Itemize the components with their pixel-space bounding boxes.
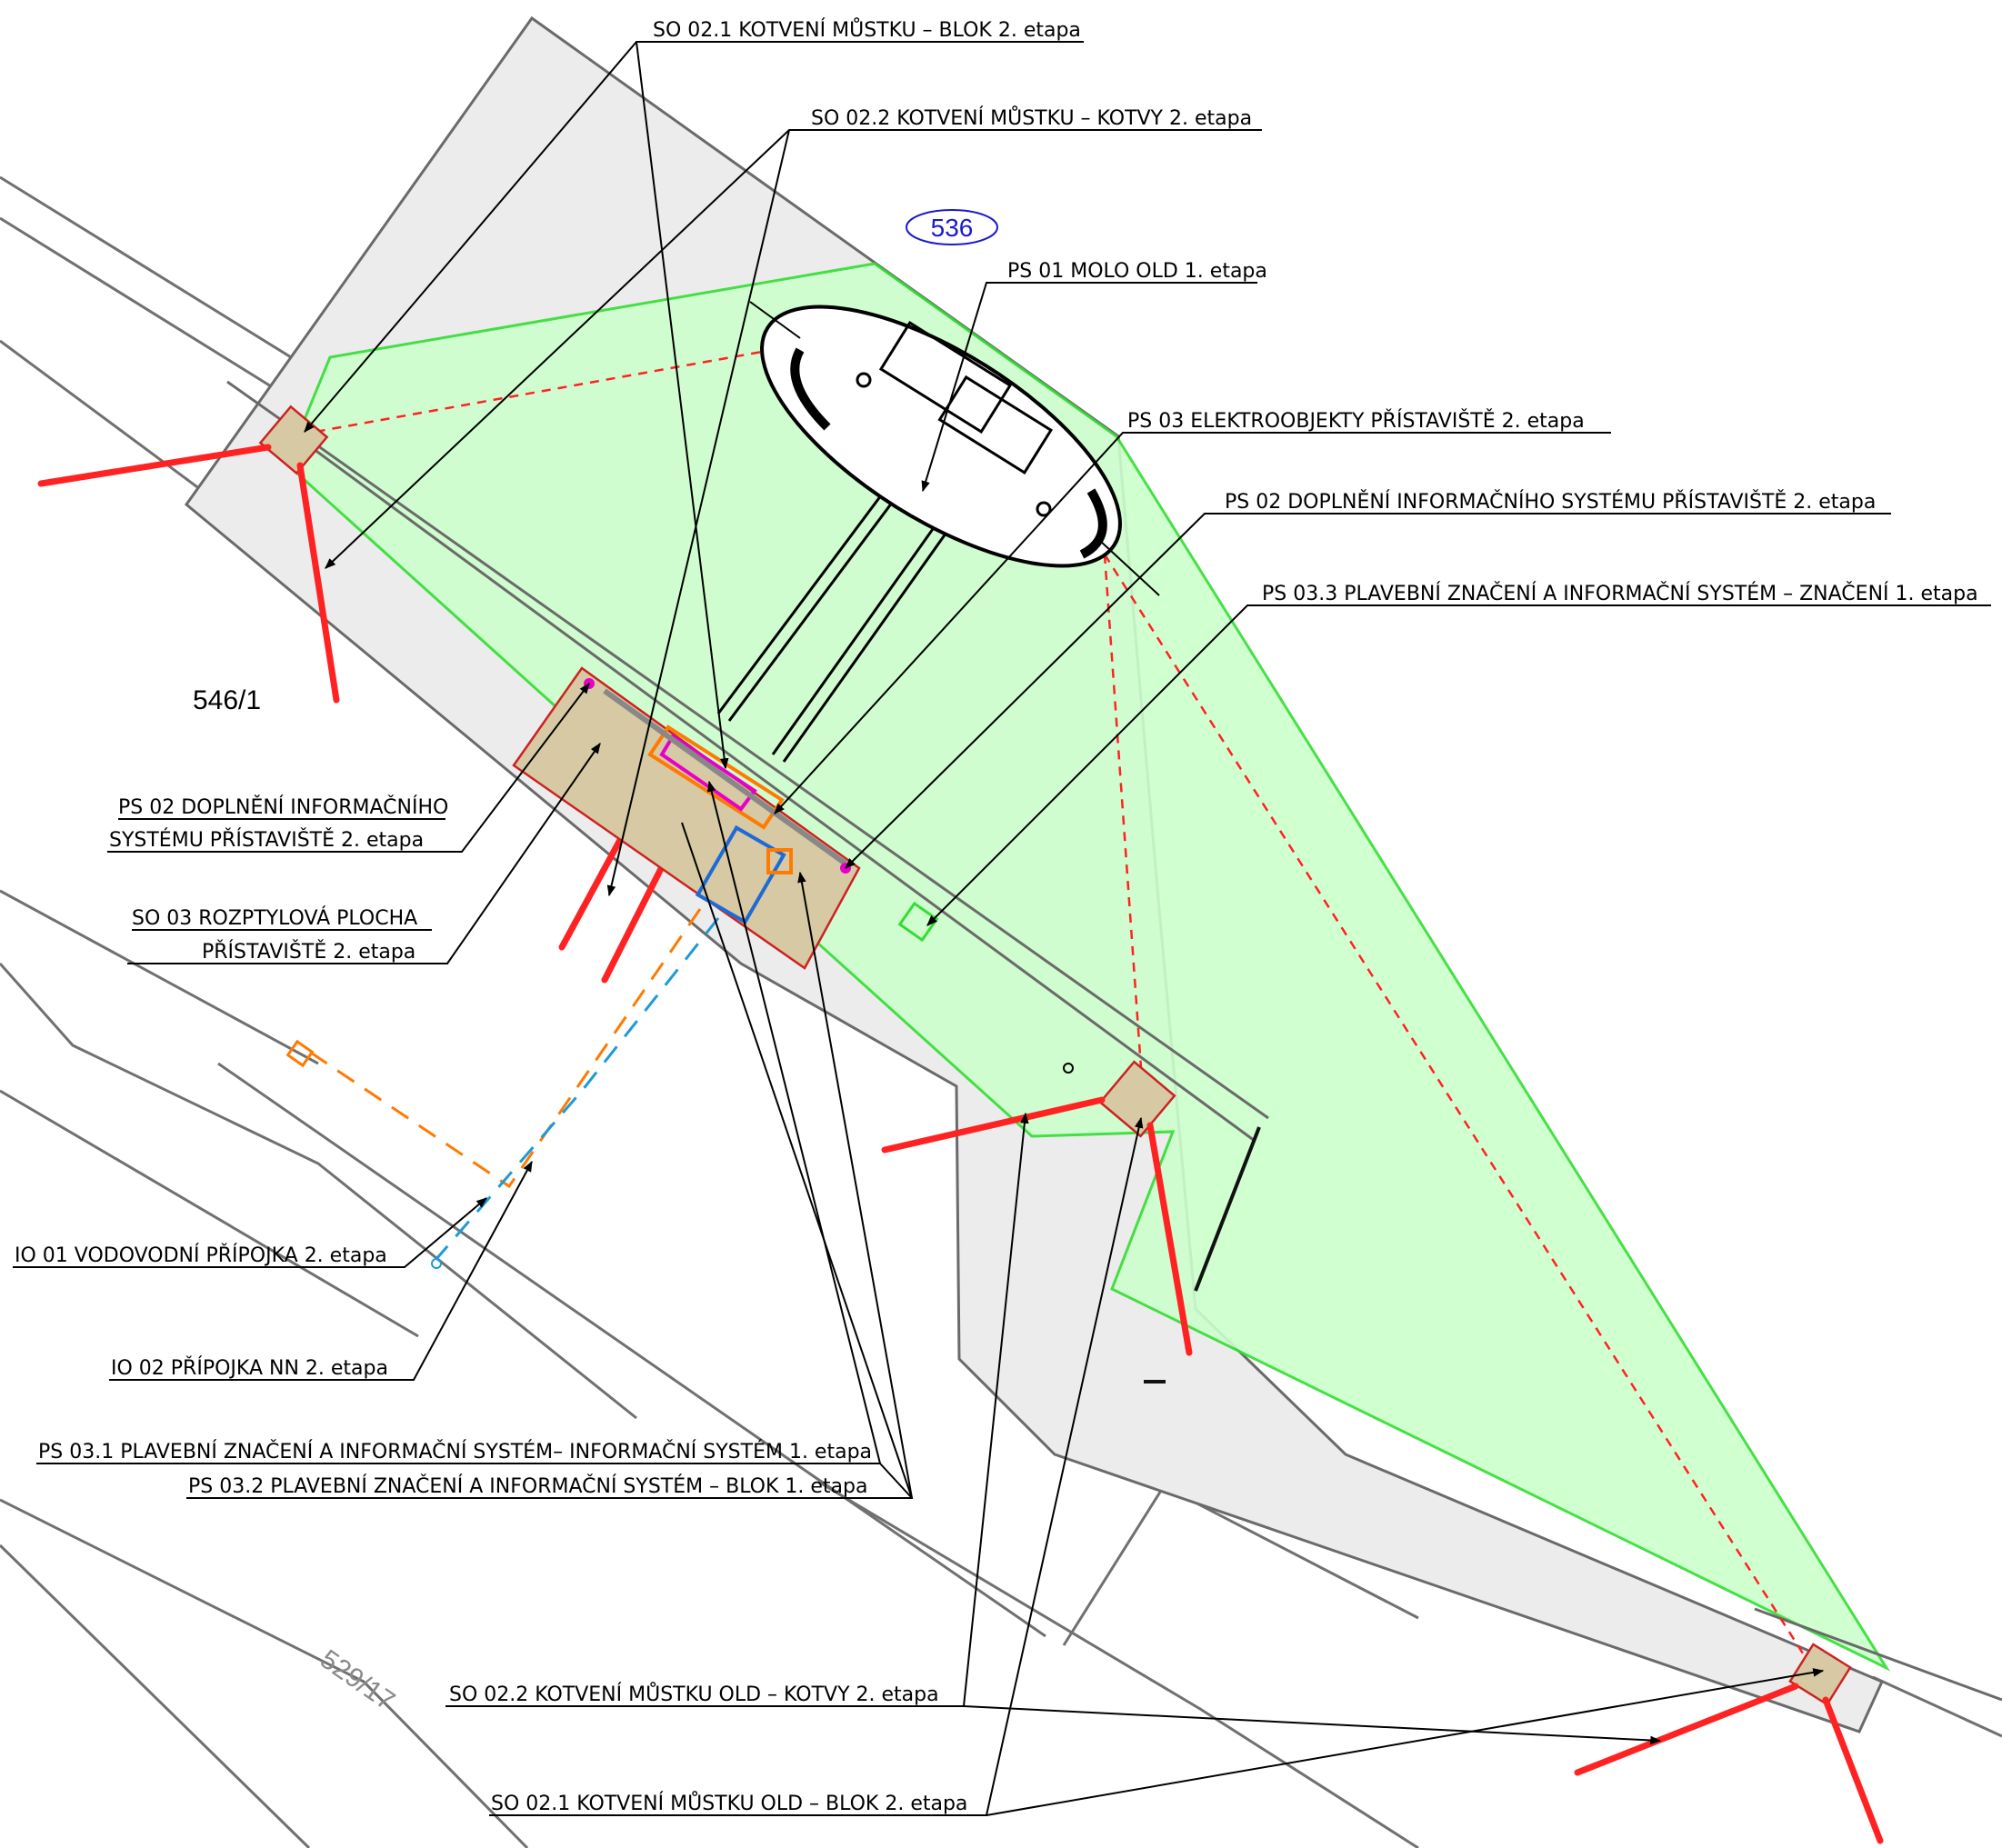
utility-elements: [584, 678, 939, 943]
bank-edge-black: [1144, 1126, 1261, 1384]
label-io01: IO 01 VODOVODNÍ PŘÍPOJKA 2. etapa: [15, 1244, 387, 1267]
pontoon-vessel: [749, 301, 1160, 596]
label-ps033: PS 03.3 PLAVEBNÍ ZNAČENÍ A INFORMAČNÍ SY…: [1262, 582, 1978, 605]
label-so022-old: SO 02.2 KOTVENÍ MŮSTKU OLD – KOTVY 2. et…: [449, 1682, 939, 1706]
label-group: SO 02.1 KOTVENÍ MŮSTKU – BLOK 2. etapa S…: [15, 17, 1978, 1815]
parcel-boundary-lines: [0, 175, 2002, 1848]
water-meter-box: [285, 1039, 315, 1068]
label-ps032: PS 03.2 PLAVEBNÍ ZNAČENÍ A INFORMAČNÍ SY…: [188, 1474, 867, 1498]
label-so03-line2: PŘÍSTAVIŠTĚ 2. etapa: [202, 940, 415, 964]
label-so022-top: SO 02.2 KOTVENÍ MŮSTKU – KOTVY 2. etapa: [811, 105, 1252, 130]
label-ps031: PS 03.1 PLAVEBNÍ ZNAČENÍ A INFORMAČNÍ SY…: [38, 1440, 872, 1463]
label-ps03: PS 03 ELEKTROOBJEKTY PŘÍSTAVIŠTĚ 2. etap…: [1127, 409, 1585, 433]
anchor-cables: [37, 444, 1884, 1844]
label-so021-old: SO 02.1 KOTVENÍ MŮSTKU OLD – BLOK 2. eta…: [491, 1791, 967, 1815]
label-ps01: PS 01 MOLO OLD 1. etapa: [1007, 260, 1267, 283]
parcel-536-tag: 536: [906, 209, 998, 245]
parcel-529-label: 529/17: [315, 1644, 400, 1717]
label-so021-top: SO 02.1 KOTVENÍ MŮSTKU – BLOK 2. etapa: [653, 17, 1081, 42]
water-node: [431, 1258, 442, 1269]
survey-point: [1063, 1063, 1074, 1074]
parcel-546-label: 546/1: [193, 685, 261, 715]
label-so03-line1: SO 03 ROZPTYLOVÁ PLOCHA: [132, 906, 417, 930]
parcel-536-label: 536: [931, 214, 974, 242]
label-underlines: [118, 41, 1991, 931]
green-zone: [285, 262, 1891, 1672]
label-io02: IO 02 PŘÍPOJKA NN 2. etapa: [111, 1356, 388, 1380]
label-ps02-left-line1: PS 02 DOPLNĚNÍ INFORMAČNÍHO: [118, 795, 448, 819]
label-ps02-left-line2: SYSTÉMU PŘÍSTAVIŠTĚ 2. etapa: [109, 828, 424, 852]
label-ps02-right: PS 02 DOPLNĚNÍ INFORMAČNÍHO SYSTÉMU PŘÍS…: [1225, 490, 1876, 514]
